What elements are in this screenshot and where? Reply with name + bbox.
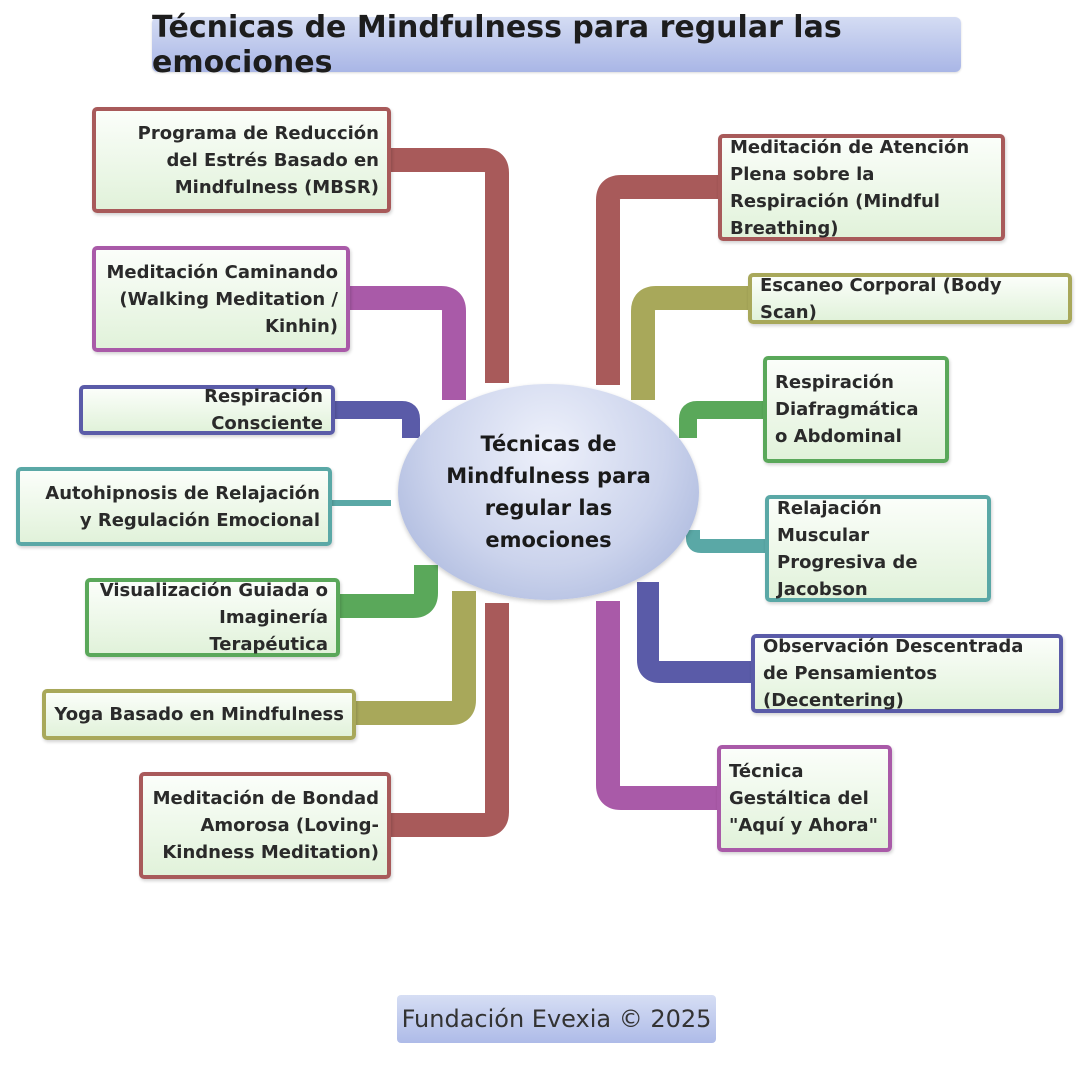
node-respiracion-consciente[interactable]: Respiración Consciente xyxy=(79,385,335,435)
node-label: Autohipnosis de Relajación y Regulación … xyxy=(45,482,320,531)
connector-visualizacion xyxy=(338,565,438,618)
central-topic-node[interactable]: Técnicas de Mindfulness para regular las… xyxy=(398,384,699,600)
connector-respiracion-consciente xyxy=(333,401,420,438)
node-label: Yoga Basado en Mindfulness xyxy=(54,704,344,725)
node-aqui-ahora[interactable]: Técnica Gestáltica del "Aquí y Ahora" xyxy=(717,745,892,852)
connector-decentering xyxy=(637,582,753,683)
node-label: Meditación de Atención Plena sobre la Re… xyxy=(730,136,970,239)
connector-walking xyxy=(348,286,466,400)
node-label: Respiración Consciente xyxy=(204,386,323,434)
page-title: Técnicas de Mindfulness para regular las… xyxy=(152,10,961,80)
node-label: Escaneo Corporal (Body Scan) xyxy=(760,274,1002,323)
node-label: Meditación de Bondad Amorosa (Loving-Kin… xyxy=(152,788,379,863)
node-body-scan[interactable]: Escaneo Corporal (Body Scan) xyxy=(748,273,1072,324)
node-mbsr[interactable]: Programa de Reducción del Estrés Basado … xyxy=(92,107,391,213)
node-label: Meditación Caminando (Walking Meditation… xyxy=(106,261,338,337)
node-walking-meditation[interactable]: Meditación Caminando (Walking Meditation… xyxy=(92,246,350,352)
connector-yoga xyxy=(354,591,476,725)
node-visualizacion-guiada[interactable]: Visualización Guiada o Imaginería Terapé… xyxy=(85,578,340,657)
connector-mbsr xyxy=(390,148,509,383)
connector-diafragmatica xyxy=(679,401,765,438)
node-loving-kindness[interactable]: Meditación de Bondad Amorosa (Loving-Kin… xyxy=(139,772,391,879)
node-label: Visualización Guiada o Imaginería Terapé… xyxy=(99,580,328,655)
node-relajacion-jacobson[interactable]: Relajación Muscular Progresiva de Jacobs… xyxy=(765,495,991,602)
central-topic-label: Técnicas de Mindfulness para regular las… xyxy=(446,432,651,552)
connector-jacobson xyxy=(686,530,767,553)
footer-credit: Fundación Evexia © 2025 xyxy=(397,995,716,1043)
connector-bondad xyxy=(389,603,509,837)
node-respiracion-diafragmatica[interactable]: Respiración Diafragmática o Abdominal xyxy=(763,356,949,463)
node-label: Programa de Reducción del Estrés Basado … xyxy=(137,122,379,198)
node-autohipnosis[interactable]: Autohipnosis de Relajación y Regulación … xyxy=(16,467,332,546)
node-yoga-mindfulness[interactable]: Yoga Basado en Mindfulness xyxy=(42,689,356,740)
node-mindful-breathing[interactable]: Meditación de Atención Plena sobre la Re… xyxy=(718,134,1005,241)
connector-body-scan xyxy=(631,286,750,400)
node-label: Observación Descentrada de Pensamientos … xyxy=(763,636,1024,711)
node-label: Respiración Diafragmática o Abdominal xyxy=(775,372,919,447)
connector-mindful-breathing xyxy=(596,175,720,385)
node-label: Técnica Gestáltica del "Aquí y Ahora" xyxy=(729,761,878,836)
node-decentering[interactable]: Observación Descentrada de Pensamientos … xyxy=(751,634,1063,713)
node-label: Relajación Muscular Progresiva de Jacobs… xyxy=(777,497,918,600)
connector-aqui-ahora xyxy=(596,601,719,810)
